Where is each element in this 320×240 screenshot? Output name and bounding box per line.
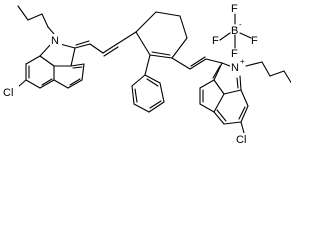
nitrogen-left-label: N [51, 35, 59, 47]
atom-labels: N Cl N + Cl F B - F F F [2, 3, 258, 146]
fluorine-right-label: F [251, 35, 258, 47]
fluorine-left-label: F [212, 35, 219, 47]
fluorine-top-label: F [231, 3, 238, 15]
tetrafluoroborate-bonds [219, 13, 252, 49]
right-benzindolium-bonds [199, 61, 291, 134]
left-benzindole-bonds [17, 5, 119, 89]
nitrogen-charge-label: + [240, 57, 245, 66]
fluorine-bottom-label: F [231, 48, 238, 60]
nitrogen-right-label: N [231, 62, 239, 74]
boron-charge-label: - [239, 20, 242, 29]
chlorine-left-label: Cl [3, 87, 13, 99]
cyclohexene-bonds [116, 11, 223, 113]
chlorine-bottom-label: Cl [236, 134, 246, 146]
molecule-drawing: N Cl N + Cl F B - F F F [2, 3, 291, 146]
boron-label: B [231, 25, 238, 37]
structure-diagram: N Cl N + Cl F B - F F F [2, 3, 291, 146]
